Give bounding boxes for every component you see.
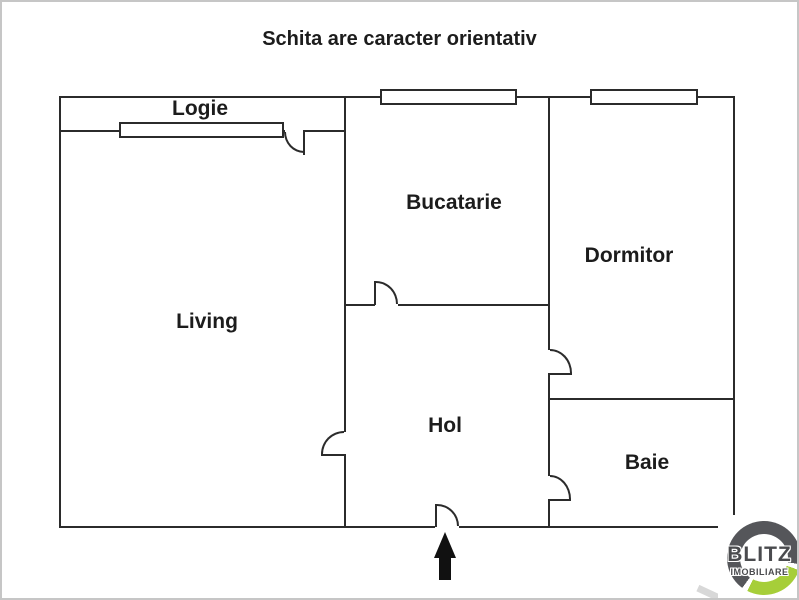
wall-dormitor-upper <box>548 96 550 350</box>
door-arc-living <box>321 431 344 454</box>
door-arc-logie <box>284 132 304 153</box>
room-label-hol: Hol <box>428 414 462 437</box>
room-label-baie: Baie <box>624 451 670 474</box>
logo-ring-icon <box>727 521 797 595</box>
wall-logie-divider-right <box>305 130 345 132</box>
wall-living-hol-upper <box>344 96 346 432</box>
room-label-logie: Logie <box>172 97 228 120</box>
wall-outer-left <box>59 96 61 528</box>
door-leaf-entrance <box>435 504 437 527</box>
wall-bucatarie-hol-right <box>398 304 550 306</box>
wall-living-hol-lower <box>344 454 346 528</box>
room-label-living: Living <box>176 310 238 333</box>
door-arc-baie <box>550 475 571 499</box>
logo-brand-text: BLITZ <box>727 543 792 566</box>
wall-bucatarie-hol-left <box>344 304 375 306</box>
wall-outer-right <box>733 96 735 528</box>
door-leaf-living <box>321 454 345 456</box>
door-leaf-dormitor <box>549 373 572 375</box>
entrance-arrow-icon <box>434 532 456 558</box>
door-arc-dormitor <box>550 349 572 373</box>
door-arc-bucatarie <box>376 281 398 304</box>
door-arc-entrance <box>437 504 459 526</box>
brand-logo: BLITZ IMOBILIARE <box>718 515 797 598</box>
window-logie <box>119 122 284 138</box>
room-label-bucatarie: Bucatarie <box>406 191 502 214</box>
window-bucatarie <box>380 89 517 105</box>
entrance-arrow-stem <box>439 557 451 580</box>
door-leaf-baie <box>549 499 571 501</box>
window-dormitor <box>590 89 698 105</box>
wall-outer-bottom-right <box>459 526 735 528</box>
wall-dormitor-mid <box>548 373 550 476</box>
room-label-dormitor: Dormitor <box>584 244 674 267</box>
logo-ring-hole <box>740 534 788 582</box>
door-leaf-logie <box>303 130 305 155</box>
wall-dormitor-baie-divider <box>548 398 735 400</box>
door-leaf-bucatarie <box>374 281 376 305</box>
logo-sub-text: IMOBILIARE <box>730 567 789 577</box>
wall-outer-bottom-left <box>59 526 435 528</box>
plan-disclaimer-title: Schita are caracter orientativ <box>262 28 537 50</box>
wall-baie-lower <box>548 499 550 528</box>
